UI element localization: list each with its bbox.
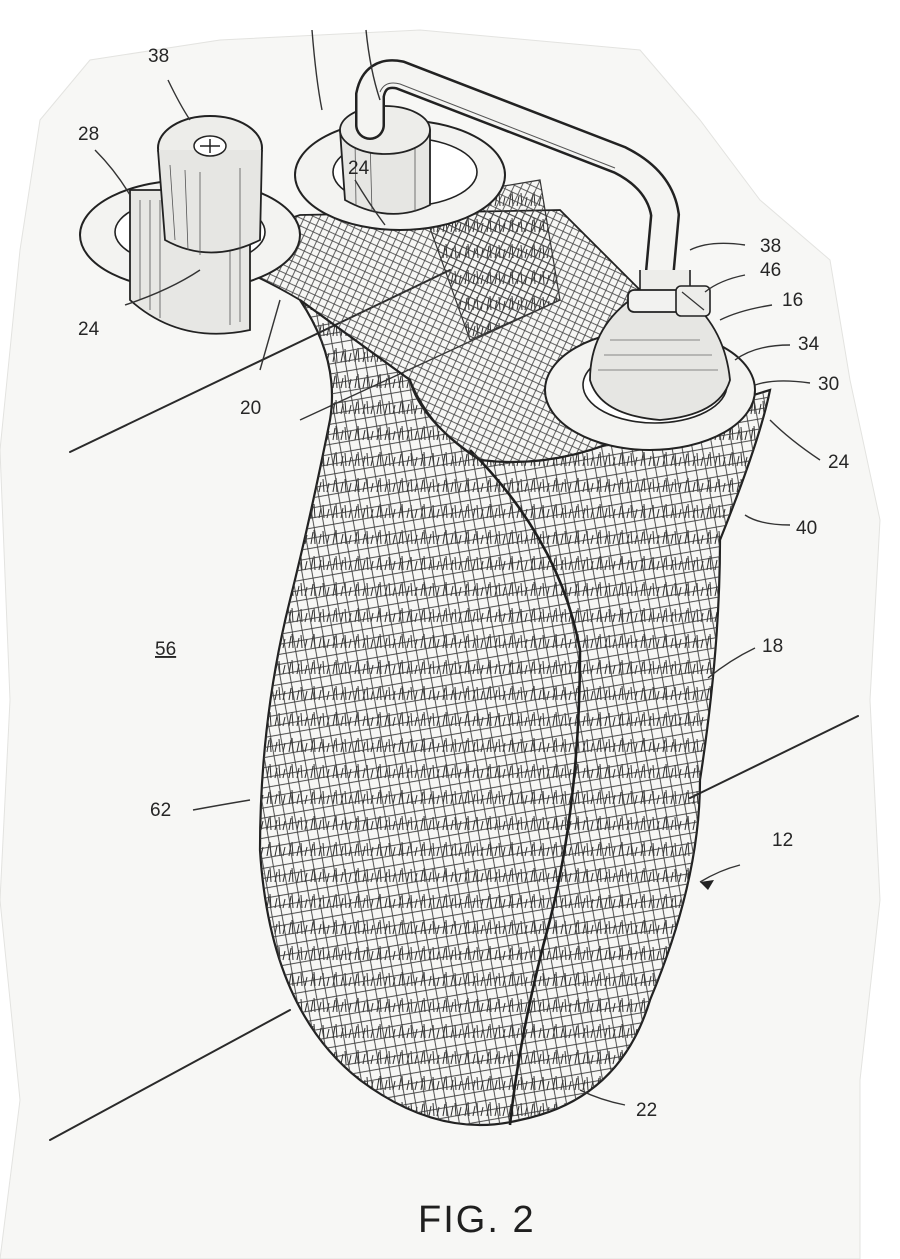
reference-numerals: 38 28 24 24 20 38 46 16 34 30 24 40 56 1… <box>78 46 850 1121</box>
label-46: 46 <box>760 260 781 281</box>
clamp-icon <box>627 285 711 317</box>
label-16: 16 <box>782 290 803 311</box>
hose-pipe <box>355 59 681 285</box>
label-20: 20 <box>240 398 261 419</box>
leader-lines <box>94 29 821 1106</box>
label-24-right: 24 <box>828 452 850 473</box>
label-30: 30 <box>818 374 839 395</box>
label-24-left-top: 24 <box>348 158 370 179</box>
label-38-right: 38 <box>760 236 781 257</box>
label-56: 56 <box>155 639 176 660</box>
figure-caption: FIG. 2 <box>418 1199 536 1241</box>
label-62: 62 <box>150 800 171 821</box>
mesh-bag <box>258 299 772 1126</box>
right-tap <box>544 270 756 451</box>
label-34: 34 <box>798 334 820 355</box>
crosshead-screw-icon <box>193 135 227 157</box>
label-38-top: 38 <box>148 46 169 67</box>
label-40: 40 <box>796 518 817 539</box>
left-tap <box>79 115 301 335</box>
label-18: 18 <box>762 636 783 657</box>
label-24-left-bottom: 24 <box>78 319 100 340</box>
label-22: 22 <box>636 1100 657 1121</box>
label-12: 12 <box>772 830 793 851</box>
label-28: 28 <box>78 124 99 145</box>
